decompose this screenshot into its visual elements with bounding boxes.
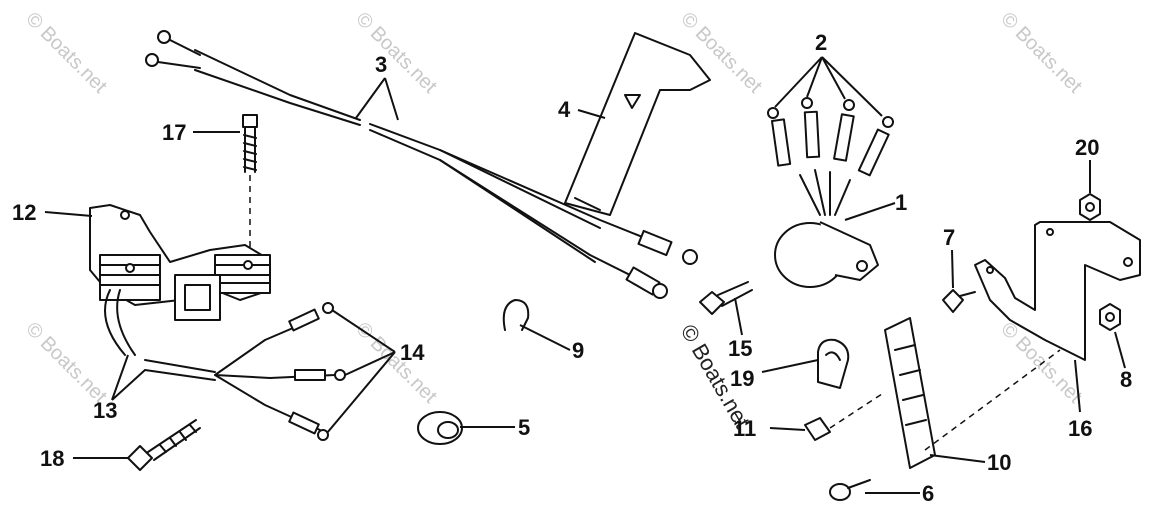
callout-17: 17 xyxy=(162,120,186,145)
watermark-layer: © Boats.net © Boats.net © Boats.net © Bo… xyxy=(21,8,1086,432)
screw-11 xyxy=(804,391,886,441)
callout-19: 19 xyxy=(730,366,754,391)
stator-12 xyxy=(89,204,271,321)
leads-13-14 xyxy=(104,289,346,441)
sleeve-4 xyxy=(564,32,711,216)
callout-14: 14 xyxy=(400,340,425,365)
callout-12: 12 xyxy=(12,200,36,225)
callout-3: 3 xyxy=(375,52,387,77)
callout-4: 4 xyxy=(558,97,571,122)
callout-1: 1 xyxy=(895,190,907,215)
callout-10: 10 xyxy=(987,450,1011,475)
watermark: © Boats.net xyxy=(996,8,1086,98)
callout-2: 2 xyxy=(815,30,827,55)
callout-8: 8 xyxy=(1120,367,1132,392)
callout-20: 20 xyxy=(1075,135,1099,160)
wire-harness-3 xyxy=(145,30,698,299)
callout-15: 15 xyxy=(728,336,752,361)
callout-11: 11 xyxy=(733,416,756,441)
callout-16: 16 xyxy=(1068,416,1092,441)
callout-13: 13 xyxy=(93,398,117,423)
nut-8 xyxy=(1099,303,1121,331)
bolt-18 xyxy=(127,419,201,471)
callout-18: 18 xyxy=(40,446,64,471)
screw-17 xyxy=(242,114,258,265)
bolt-15 xyxy=(699,281,753,315)
watermark: © Boats.net xyxy=(21,318,111,408)
clamp-19 xyxy=(817,338,850,389)
clip-9 xyxy=(502,299,530,331)
terminal-block-10 xyxy=(884,317,936,469)
watermark: © Boats.net xyxy=(351,8,441,98)
grommet-5 xyxy=(417,411,463,445)
callouts: 1 2 3 4 5 6 7 8 9 10 11 12 13 xyxy=(12,30,1132,506)
watermark: © Boats.net xyxy=(21,8,111,98)
bolt-7 xyxy=(942,289,976,313)
callout-5: 5 xyxy=(518,415,530,440)
callout-7: 7 xyxy=(943,225,955,250)
nut-20 xyxy=(1079,193,1101,221)
solenoid-1-with-terminals-2 xyxy=(767,97,894,288)
callout-9: 9 xyxy=(572,338,584,363)
callout-6: 6 xyxy=(922,481,934,506)
bracket-16 xyxy=(924,221,1141,451)
screw-6 xyxy=(829,479,871,501)
